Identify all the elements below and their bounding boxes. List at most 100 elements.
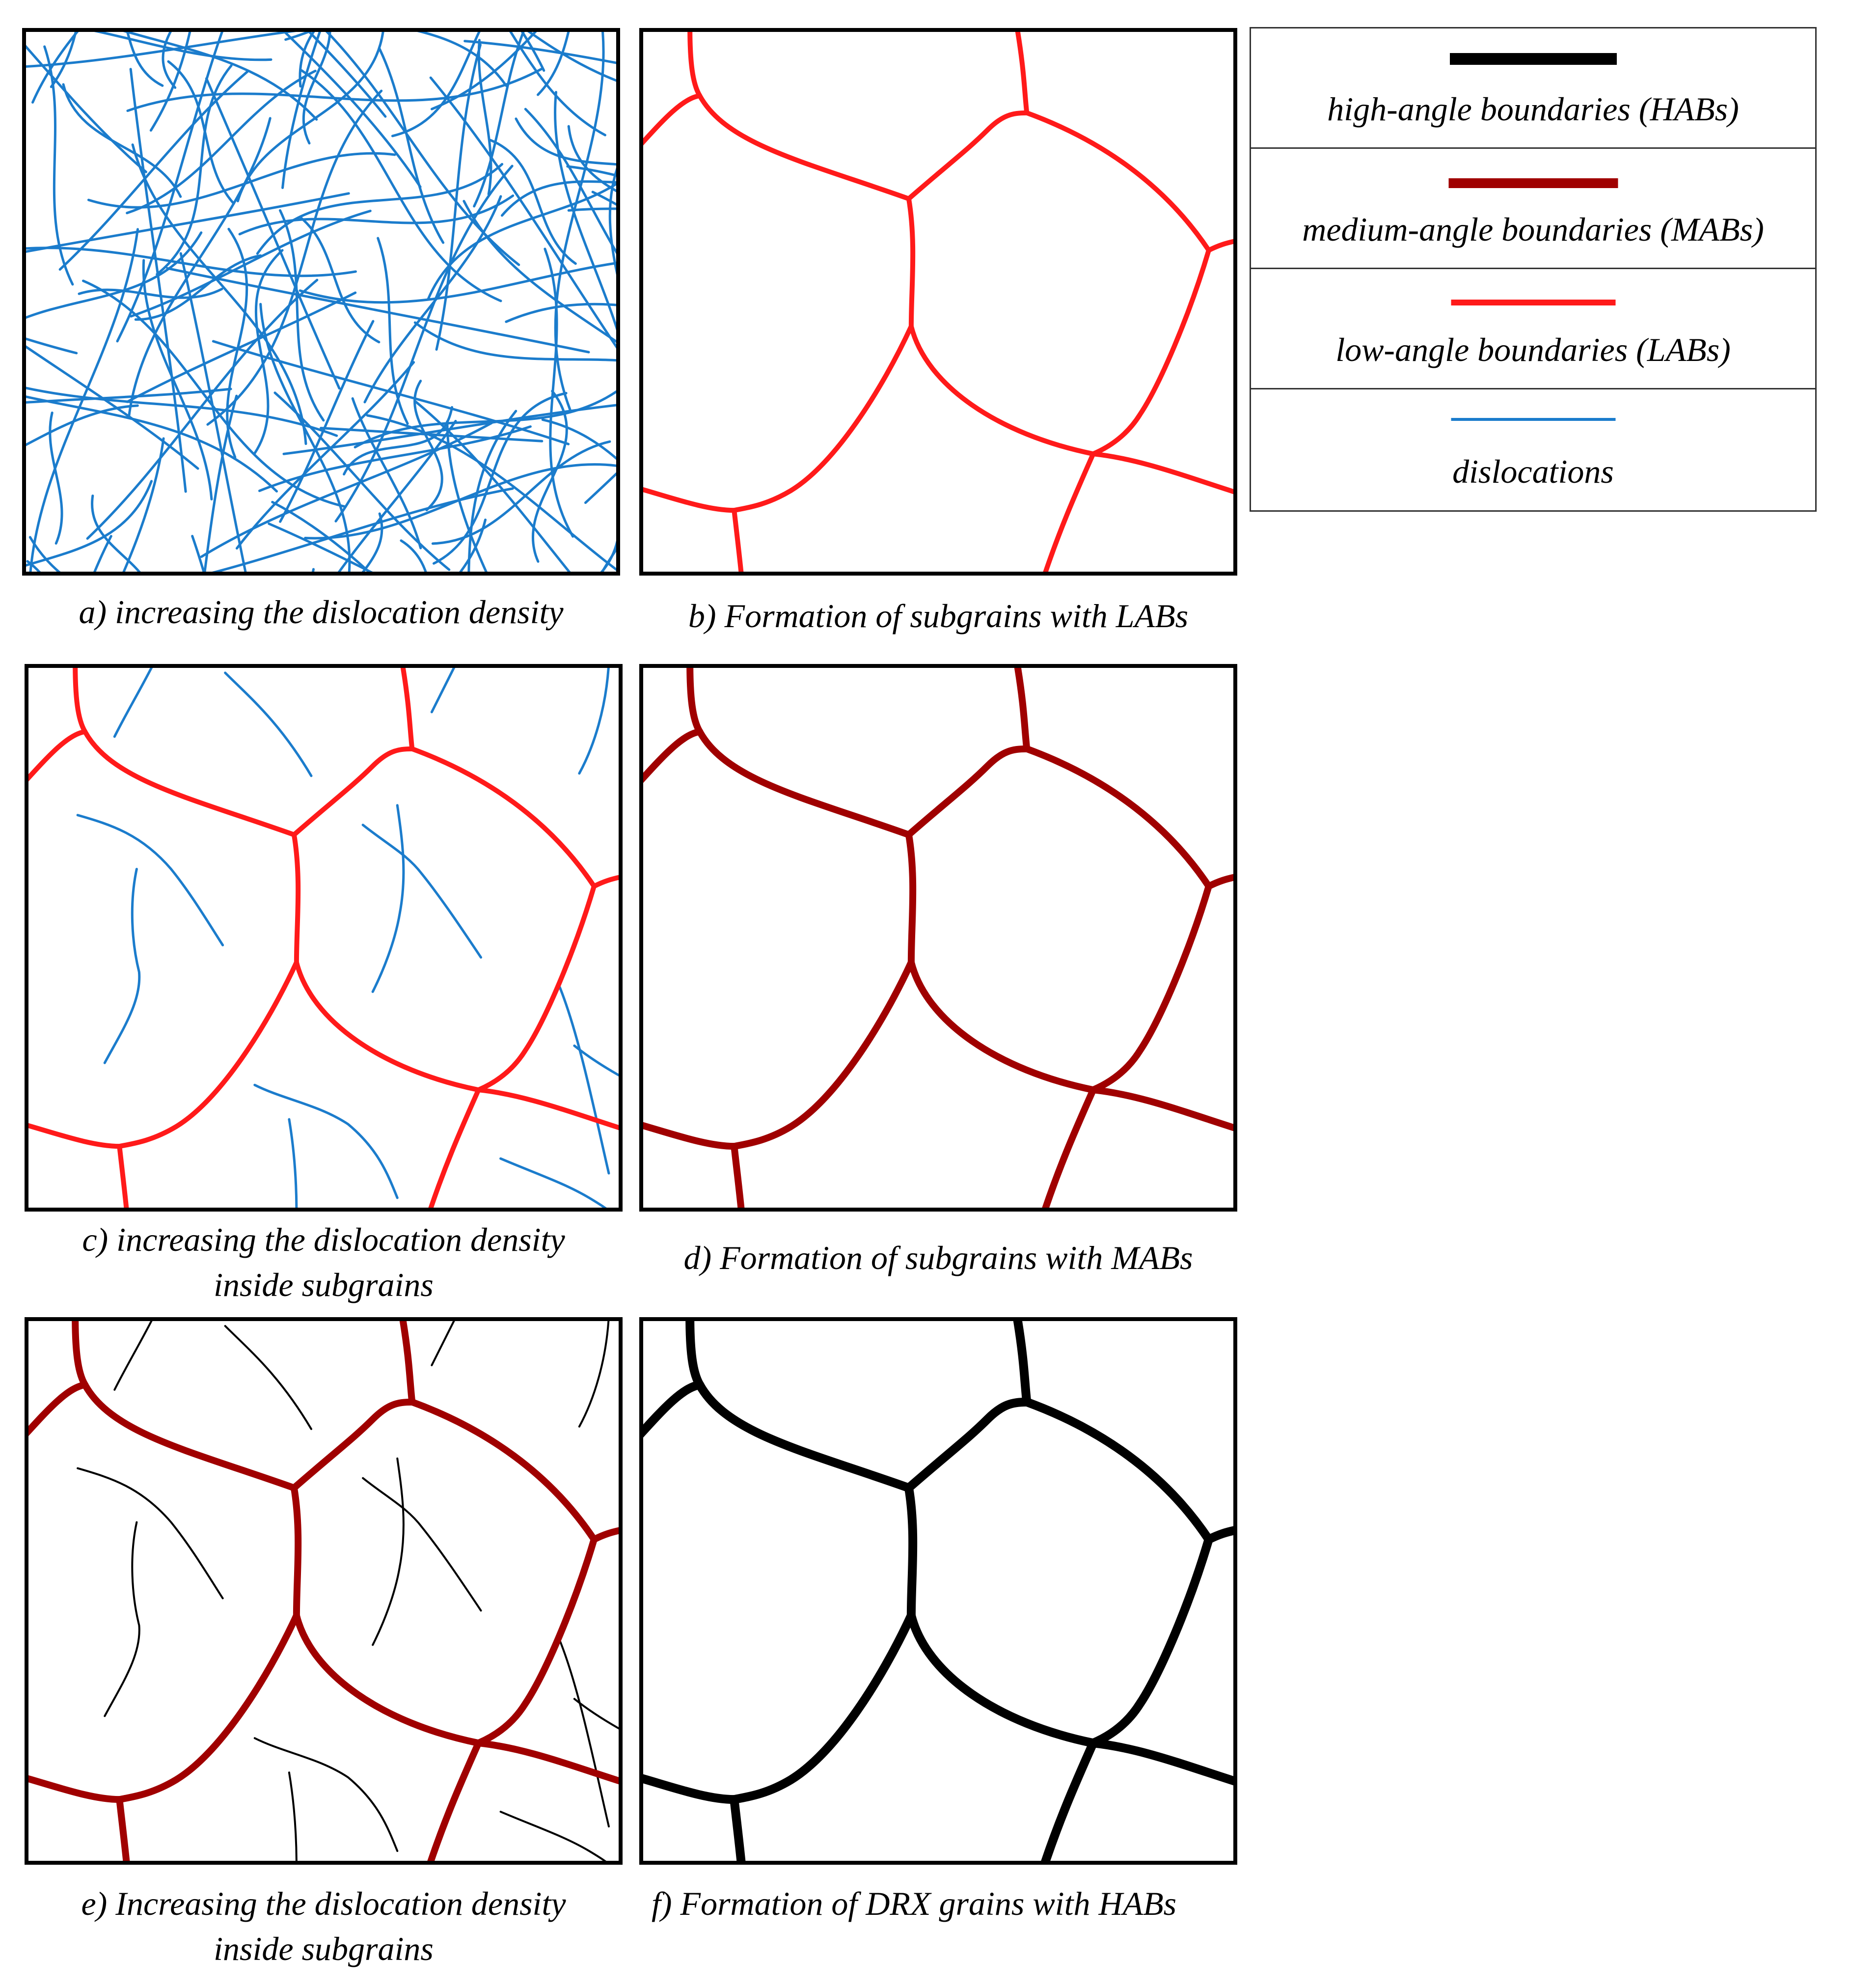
dislocation-line <box>127 117 272 419</box>
dislocation-line <box>477 39 492 195</box>
dislocation-line <box>515 117 616 166</box>
dislocation-line <box>307 32 387 118</box>
dislocation-line-swatch <box>1451 418 1615 421</box>
dislocation-line <box>567 125 616 193</box>
mab-boundary <box>408 1398 598 1543</box>
hab-line-swatch <box>1449 53 1617 65</box>
dislocation-line <box>131 143 307 445</box>
dislocation-line <box>58 70 249 271</box>
dislocation-line <box>123 32 318 121</box>
lab-boundary <box>697 93 911 201</box>
panel-c <box>25 664 623 1212</box>
lab-boundary <box>732 324 914 513</box>
dislocation-line <box>473 32 525 208</box>
lab-boundary <box>291 832 301 965</box>
lab-boundary <box>906 110 1030 201</box>
panel-e <box>25 1317 623 1865</box>
hab-boundary <box>1041 1739 1098 1861</box>
panel-f-drawing <box>643 1321 1233 1861</box>
legend-item-mab: medium-angle boundaries (MABs) <box>1251 149 1815 269</box>
dislocation-line <box>278 209 325 422</box>
lab-boundary <box>117 960 299 1149</box>
dislocation-line <box>430 32 537 110</box>
mab-boundary <box>427 1740 482 1861</box>
mab-boundary <box>907 959 1097 1094</box>
dislocation-line <box>29 228 139 572</box>
lab-boundary <box>291 746 415 837</box>
dislocation-line <box>312 568 315 572</box>
dislocation-line <box>224 671 313 777</box>
lab-boundary <box>428 1087 481 1208</box>
caption-a-line-1: a) increasing the dislocation density <box>79 593 564 631</box>
caption-f: f) Formation of DRX grains with HABs <box>639 1881 1290 1926</box>
dislocation-line <box>391 32 481 138</box>
panel-b <box>639 28 1237 576</box>
mab-boundary <box>643 1122 738 1150</box>
hab-boundary <box>685 1321 705 1389</box>
legend-label-lab: low-angle boundaries (LABs) <box>1335 331 1731 368</box>
mab-boundary <box>1014 668 1031 752</box>
dislocation-line <box>26 247 357 277</box>
lab-boundary <box>117 1144 129 1208</box>
dislocation-line <box>26 480 153 567</box>
panel-d-drawing <box>643 668 1233 1208</box>
dislocation-line <box>113 668 153 738</box>
mab-boundary <box>731 959 915 1150</box>
dislocation-line <box>26 45 147 173</box>
lab-boundary <box>1206 239 1233 253</box>
hab-boundary <box>643 1380 705 1438</box>
dislocation-line <box>414 400 571 572</box>
dislocation-line <box>49 411 63 545</box>
hab-boundary <box>730 1611 916 1804</box>
dislocation-line <box>253 1737 399 1852</box>
hab-boundary <box>906 1611 1098 1748</box>
caption-c-line-1: c) increasing the dislocation density <box>82 1221 565 1258</box>
dislocation-line <box>253 1083 399 1199</box>
dislocation-line <box>372 1457 405 1646</box>
dislocation-line <box>126 69 317 215</box>
panel-a-drawing <box>26 32 616 572</box>
dislocation-line <box>103 868 141 1064</box>
dislocation-line <box>573 1044 619 1077</box>
caption-d-line-1: d) Formation of subgrains with MABs <box>683 1239 1193 1276</box>
dislocation-line <box>166 267 590 354</box>
dislocation-line <box>363 195 502 404</box>
dislocation-line <box>489 138 577 265</box>
caption-e-line-2: inside subgrains <box>214 1930 434 1967</box>
lab-boundary <box>400 668 415 751</box>
dislocation-line <box>156 64 233 276</box>
mab-boundary <box>399 1321 416 1406</box>
mab-boundary <box>1023 745 1212 890</box>
caption-c-line-2: inside subgrains <box>214 1266 434 1303</box>
panel-c-drawing <box>28 668 619 1208</box>
dislocation-line <box>431 440 611 545</box>
lab-boundary <box>409 746 597 889</box>
lab-boundary <box>908 324 1096 457</box>
mab-boundary <box>643 728 704 783</box>
dislocation-line <box>113 1321 153 1391</box>
dislocation-line <box>212 340 570 445</box>
dislocation-line <box>578 668 610 775</box>
dislocation-line <box>527 32 616 82</box>
dislocation-line <box>378 48 445 244</box>
hab-boundary <box>1022 1397 1213 1544</box>
legend-item-hab: high-angle boundaries (HABs) <box>1251 28 1815 149</box>
dislocation-line <box>281 32 321 189</box>
dislocation-line <box>82 279 347 508</box>
mab-boundary <box>731 1143 745 1208</box>
hab-boundary <box>1089 1739 1233 1786</box>
dislocation-line <box>26 404 139 446</box>
dislocation-line <box>337 419 457 572</box>
dislocation-line <box>271 500 371 572</box>
hab-boundary <box>643 1774 739 1804</box>
lab-boundary <box>73 668 88 734</box>
hab-boundary <box>1089 1535 1213 1748</box>
dislocation-line <box>427 182 616 301</box>
legend-label-dislocations: dislocations <box>1452 453 1614 490</box>
lab-boundary <box>1015 32 1030 115</box>
dislocation-line <box>591 191 616 206</box>
mab-boundary <box>1089 1086 1233 1132</box>
dislocation-line <box>28 536 61 572</box>
caption-d: d) Formation of subgrains with MABs <box>639 1235 1237 1280</box>
hab-boundary <box>695 1380 913 1492</box>
